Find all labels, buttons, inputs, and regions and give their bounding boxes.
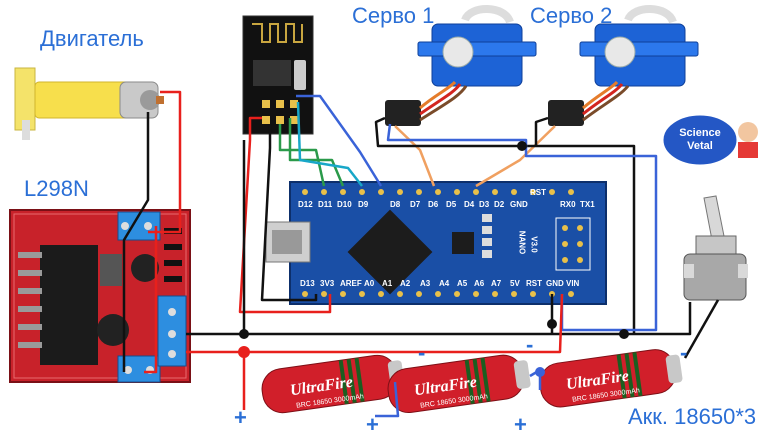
servo-2 bbox=[548, 5, 699, 126]
wire-radio-cyan bbox=[296, 101, 363, 187]
wire-servo-vcc bbox=[386, 123, 658, 332]
servo-1 bbox=[385, 5, 537, 126]
wire-battery-plus bbox=[186, 350, 246, 410]
motor bbox=[14, 67, 164, 140]
board-version: V3.0 bbox=[529, 236, 539, 253]
pin-label: A4 bbox=[439, 279, 450, 288]
junctions bbox=[238, 141, 629, 377]
driver-label: L298N bbox=[24, 176, 89, 201]
pin-label: RST bbox=[530, 188, 546, 197]
wire-motor-black bbox=[122, 112, 150, 372]
pin-label: A0 bbox=[364, 279, 375, 288]
radio-module bbox=[242, 15, 314, 135]
battery-3 bbox=[539, 349, 683, 408]
wire-ground-bus bbox=[186, 302, 692, 336]
wire-servo-ground bbox=[374, 116, 636, 334]
pin-label: D3 bbox=[479, 200, 490, 209]
pin-label: D5 bbox=[446, 200, 457, 209]
battery-label: Акк. 18650*3 bbox=[628, 404, 757, 429]
toggle-switch bbox=[683, 195, 748, 301]
servo1-label: Серво 1 bbox=[352, 3, 435, 28]
motor-label: Двигатель bbox=[40, 26, 144, 51]
pin-label: D2 bbox=[494, 200, 505, 209]
logo-badge bbox=[660, 112, 758, 168]
battery-minus-sign: - bbox=[418, 340, 426, 365]
battery-plus-sign: + bbox=[366, 412, 379, 437]
pin-label: TX1 bbox=[580, 200, 595, 209]
pin-label: A2 bbox=[400, 279, 411, 288]
pin-label: RX0 bbox=[560, 200, 576, 209]
battery-minus-sign: - bbox=[680, 340, 688, 365]
board-name: NANO bbox=[517, 230, 527, 255]
pin-label: D4 bbox=[464, 200, 475, 209]
wire-motor-red-2 bbox=[144, 226, 158, 374]
battery-plus-sign: + bbox=[514, 412, 527, 437]
logo-line-2: Vetal bbox=[687, 140, 713, 152]
pin-label: D12 bbox=[298, 200, 313, 209]
pin-label: VIN bbox=[566, 279, 580, 288]
battery-minus-sign: - bbox=[526, 332, 534, 357]
wire-servo2-signal bbox=[475, 125, 556, 188]
servo-leads bbox=[419, 80, 630, 122]
pin-label: 5V bbox=[510, 279, 520, 288]
wires bbox=[122, 90, 720, 418]
logo-badge-text: Science Vetal bbox=[668, 127, 732, 153]
pin-label: GND bbox=[546, 279, 564, 288]
pin-label: A3 bbox=[420, 279, 431, 288]
servo2-label: Серво 2 bbox=[530, 3, 613, 28]
battery-2 bbox=[387, 354, 531, 414]
pin-label: AREF bbox=[340, 279, 362, 288]
pin-label: D13 bbox=[300, 279, 315, 288]
pin-label: D6 bbox=[428, 200, 439, 209]
pin-label: 3V3 bbox=[320, 279, 335, 288]
pin-label: D9 bbox=[358, 200, 369, 209]
wire-servo1-signal bbox=[394, 125, 436, 187]
pin-label: D8 bbox=[390, 200, 401, 209]
pin-label: D10 bbox=[337, 200, 352, 209]
wire-motor-red bbox=[148, 90, 182, 234]
wire-battery-link-1 bbox=[375, 381, 400, 418]
motor-driver-board bbox=[9, 209, 191, 383]
wire-battery-minus bbox=[683, 299, 720, 359]
wire-radio-gnd bbox=[260, 124, 318, 302]
pin-label: D11 bbox=[318, 200, 333, 209]
battery-plus-sign: + bbox=[234, 405, 247, 430]
pin-label: A7 bbox=[491, 279, 502, 288]
wire-radio-green bbox=[278, 124, 326, 187]
pin-label: A1 bbox=[382, 279, 393, 288]
pin-label: A6 bbox=[474, 279, 485, 288]
logo-line-1: Science bbox=[679, 127, 721, 139]
pin-label: D7 bbox=[410, 200, 421, 209]
pin-label: A5 bbox=[457, 279, 468, 288]
wire-radio-blue bbox=[296, 94, 383, 187]
arduino-nano bbox=[265, 181, 607, 305]
wire-radio-green-2 bbox=[288, 118, 345, 187]
pin-label: RST bbox=[526, 279, 542, 288]
pin-label: GND bbox=[510, 200, 528, 209]
